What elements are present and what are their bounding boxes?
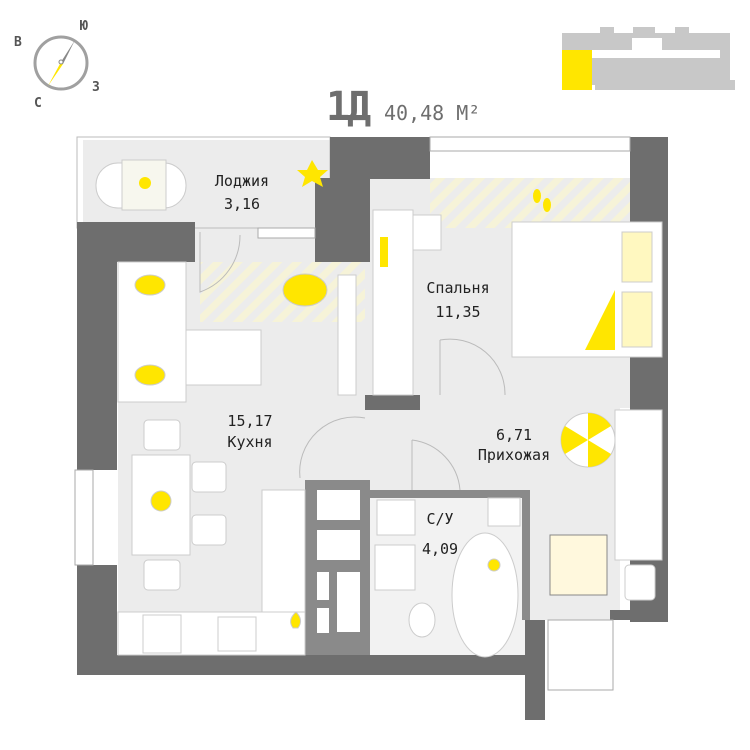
- compass-label-s: С: [34, 96, 42, 111]
- room-area-kitchen: 15,17: [227, 412, 272, 430]
- tv-unit: [337, 274, 357, 396]
- kitchen-counter: [117, 489, 306, 656]
- gas-icon: [290, 611, 302, 629]
- total-area: 40,48 М²: [384, 101, 481, 125]
- sun-hatch-bedroom: [430, 178, 630, 228]
- hall-rug: [549, 534, 608, 596]
- apartment-highlight: [562, 50, 592, 90]
- door-swings: [199, 232, 506, 491]
- compass-label-z: З: [92, 80, 100, 95]
- compass-label-yu: Ю: [80, 19, 88, 34]
- room-area-loggia: 3,16: [224, 195, 260, 213]
- room-name-bathroom: С/У: [426, 510, 453, 528]
- building-key-plan: [562, 27, 735, 90]
- duck-icon: [487, 558, 501, 572]
- bathroom-fixtures: [374, 497, 521, 658]
- room-name-hall: Прихожая: [478, 446, 550, 464]
- entrance-door: [547, 619, 614, 691]
- compass-needle-north: [48, 62, 63, 86]
- slippers-icon: [533, 189, 541, 203]
- room-name-loggia: Лоджия: [215, 172, 269, 190]
- dining-table: [131, 419, 227, 591]
- room-area-bedroom: 11,35: [435, 303, 480, 321]
- hall-pouf: [624, 564, 656, 601]
- desk-chair: [412, 214, 442, 251]
- compass-needle-south: [61, 40, 75, 64]
- compass-ring: [33, 35, 89, 91]
- compass-label-v: В: [14, 35, 22, 50]
- wardrobe-bedroom: [372, 209, 414, 396]
- star-icon: [297, 160, 328, 187]
- pet-bed-icon: [282, 273, 328, 307]
- umbrella-icon: [560, 412, 616, 468]
- loggia-table-set: [95, 159, 187, 211]
- lamp-icon: [380, 237, 388, 267]
- room-labels: Лоджия 3,16 Спальня 11,35 15,17 Кухня 6,…: [215, 172, 550, 558]
- apartment-type: 1Д: [326, 84, 371, 130]
- wardrobe-hall: [614, 409, 663, 561]
- compass: Ю В З С: [14, 19, 100, 111]
- sofa: [117, 261, 262, 403]
- windows: [74, 136, 631, 566]
- room-name-bedroom: Спальня: [426, 279, 489, 297]
- room-area-hall: 6,71: [496, 426, 532, 444]
- bed: [511, 221, 663, 358]
- shaft-cells: [317, 490, 360, 633]
- room-name-kitchen: Кухня: [227, 433, 272, 451]
- room-area-bathroom: 4,09: [422, 540, 458, 558]
